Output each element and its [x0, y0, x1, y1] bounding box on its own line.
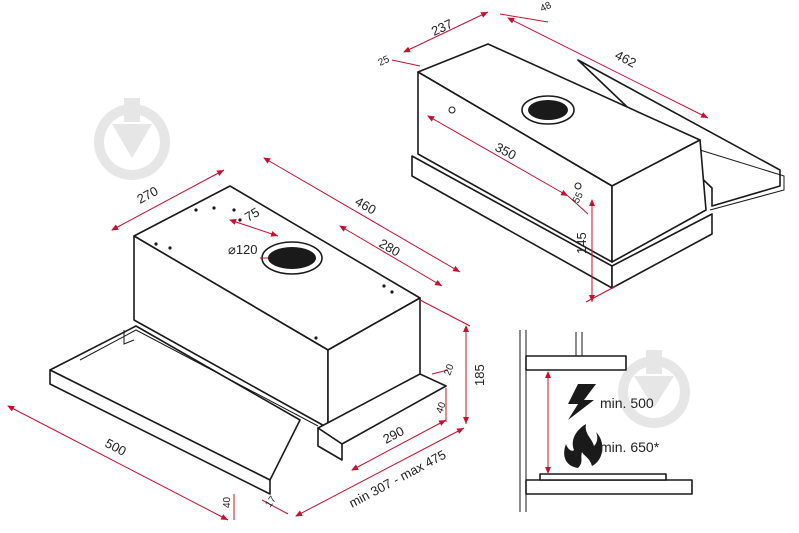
top-view-dimensions: 237 48 462 25 350 55 145 [377, 0, 709, 303]
dim-17: 17 [263, 494, 279, 510]
dim-48: 48 [539, 0, 554, 15]
dim-55: 55 [571, 190, 586, 205]
flame-icon [564, 424, 603, 468]
dim-500: 500 [103, 435, 129, 458]
clearance-electric-label: min. 500 [600, 395, 654, 411]
watermark-logo-right [618, 350, 690, 428]
lightning-icon [568, 384, 596, 420]
dim-25: 25 [377, 54, 392, 69]
dim-d120: ⌀120 [228, 242, 258, 257]
dim-40-visor: 40 [222, 496, 233, 508]
top-outlet [528, 100, 568, 120]
clearance-gas-label: min. 650* [600, 439, 660, 455]
dim-280: 280 [377, 236, 403, 260]
main-outlet [268, 247, 316, 269]
dim-extension: min 307 - max 475 [346, 447, 448, 511]
dim-237: 237 [429, 16, 455, 39]
dim-145: 145 [574, 232, 589, 254]
watermark-logo-left [94, 98, 170, 180]
dim-462: 462 [613, 47, 639, 70]
clearance-diagram: min. 500 min. 650* [519, 330, 693, 512]
top-view-hood [411, 43, 785, 289]
dim-75: 75 [242, 204, 262, 224]
dim-20: 20 [442, 362, 456, 377]
dim-270: 270 [134, 183, 160, 206]
dim-460: 460 [353, 194, 379, 218]
dim-40-slide: 40 [434, 400, 448, 415]
dim-185: 185 [472, 364, 487, 386]
